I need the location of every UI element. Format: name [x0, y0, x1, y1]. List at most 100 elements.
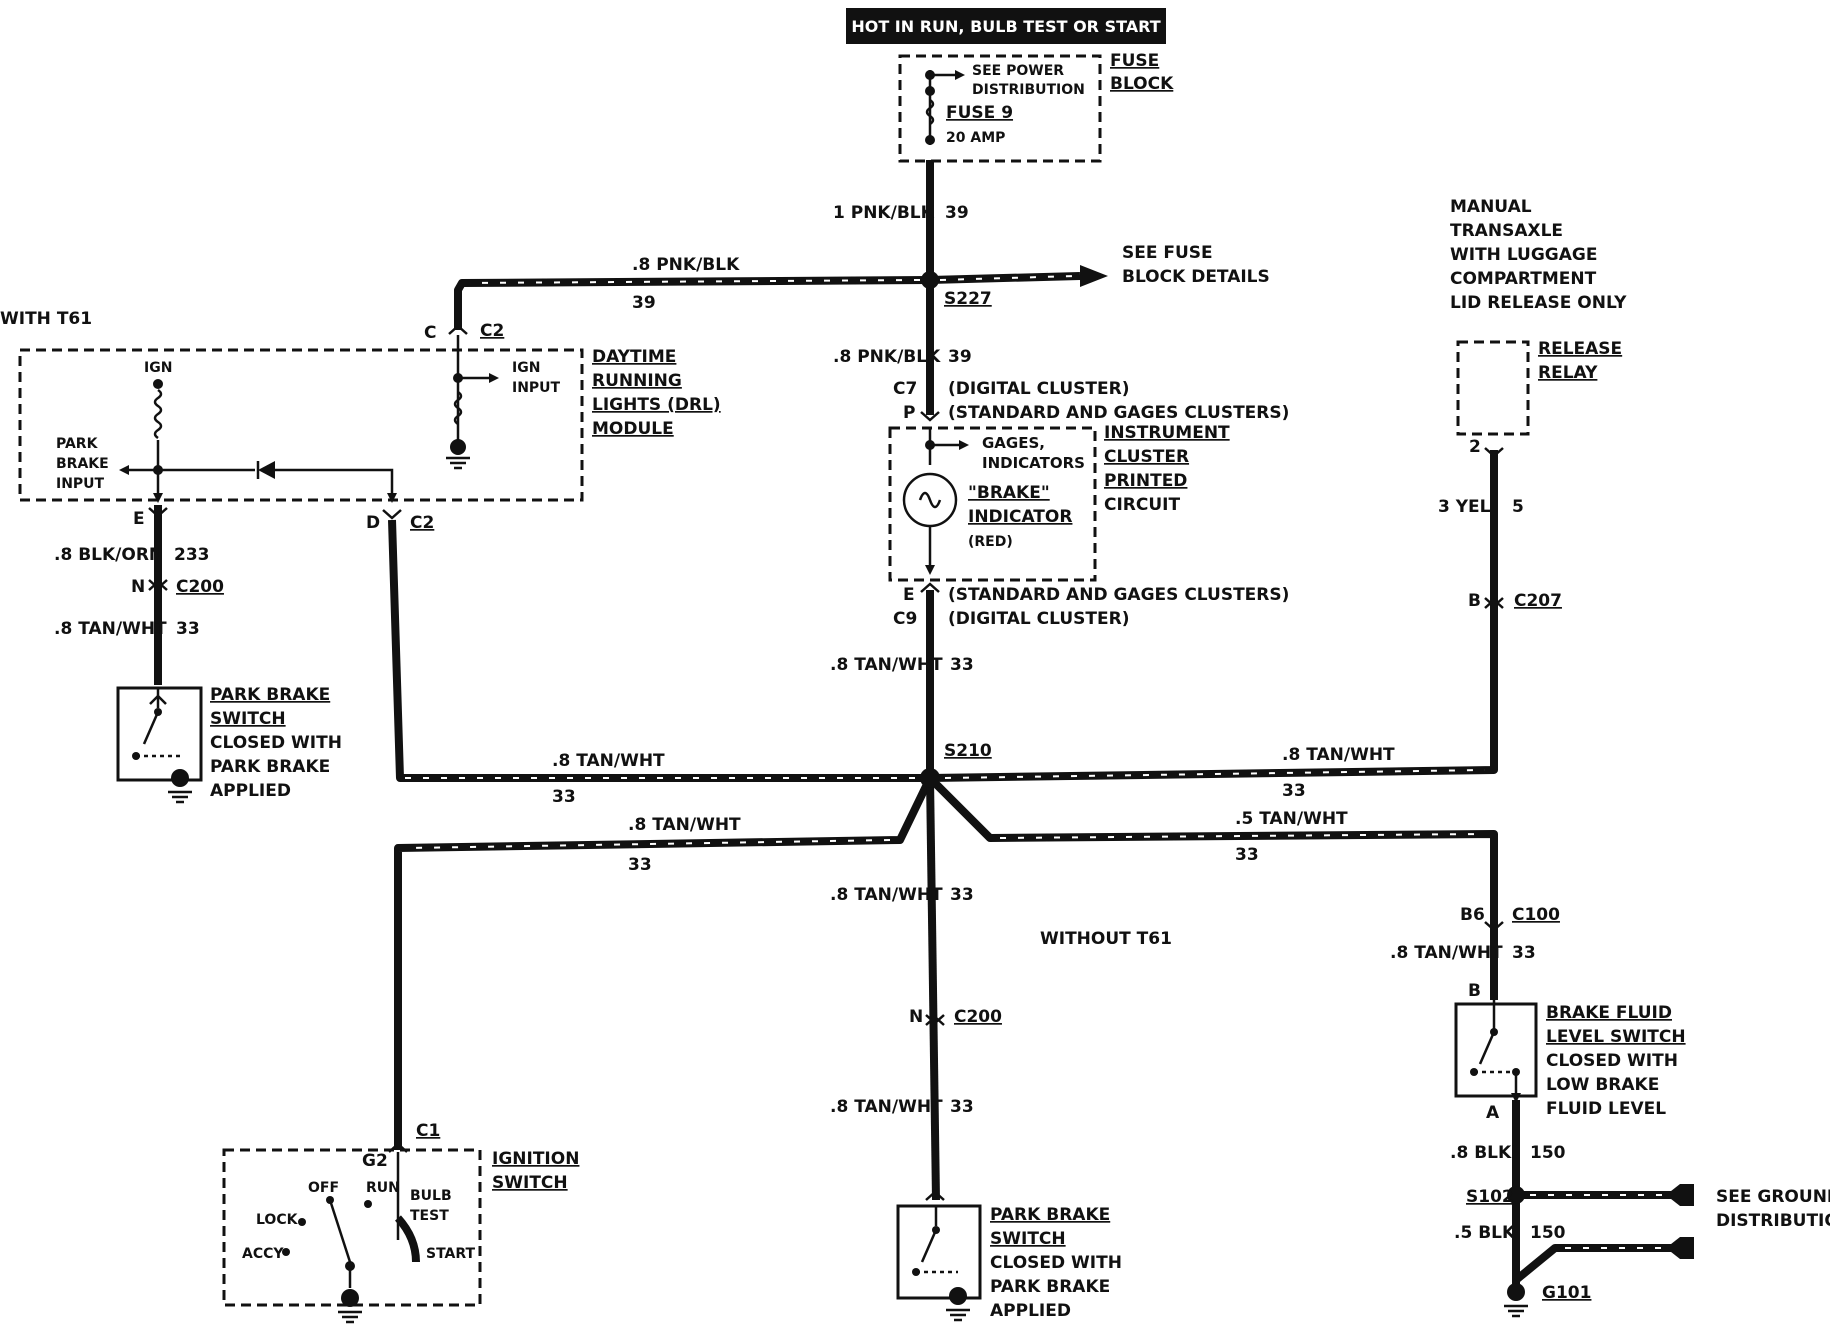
fuse-amp-label: 20 AMP: [946, 130, 1005, 146]
fluid-switch-label-3: CLOSED WITH: [1546, 1051, 1678, 1071]
wire-center-down-circuit: 33: [950, 885, 974, 905]
splice-s227-dot: [921, 271, 939, 289]
wire-below-cluster-circuit: 33: [950, 655, 974, 675]
fuse-block-label-1: FUSE: [1110, 51, 1159, 71]
connector-c9-digital: (DIGITAL CLUSTER): [948, 609, 1130, 629]
drl-label-1: DAYTIME: [592, 347, 676, 367]
wire-network: [154, 160, 1694, 1285]
connector-c7-pin: P: [903, 403, 915, 423]
wire-center-lower-gauge: .8 TAN/WHT: [830, 1097, 943, 1117]
splice-g101-label: G101: [1542, 1283, 1591, 1303]
wire-s210-left-circuit: 33: [552, 787, 576, 807]
brake-indicator-color: (RED): [968, 534, 1013, 550]
splice-s102-dot: [1507, 1186, 1525, 1204]
with-t61-note: WITH T61: [0, 309, 92, 329]
fluid-switch-label-5: FLUID LEVEL: [1546, 1099, 1666, 1119]
fluid-switch-pin-a: A: [1486, 1103, 1500, 1123]
park-brake-center-2: SWITCH: [990, 1229, 1066, 1249]
fuse-distribution: DISTRIBUTION: [972, 82, 1085, 98]
park-brake-left-ground-icon: [171, 769, 189, 787]
drl-park-2: BRAKE: [56, 456, 109, 472]
connector-c2-top: C2: [480, 321, 504, 341]
wire-drl-out-circuit: 233: [174, 545, 210, 565]
cluster-gages: GAGES,: [982, 434, 1045, 452]
wire-main-circuit: 39: [945, 203, 969, 223]
wire-below-s227-circuit: 39: [948, 347, 972, 367]
header-title: HOT IN RUN, BULB TEST OR START: [851, 17, 1160, 36]
brake-indicator-label-2: INDICATOR: [968, 507, 1072, 527]
wire-c100-circuit: 33: [1512, 943, 1536, 963]
connector-c7-digital: (DIGITAL CLUSTER): [948, 379, 1130, 399]
release-relay-label-1: RELEASE: [1538, 339, 1622, 359]
g101-ground-icon: [1507, 1283, 1525, 1301]
wire-blk-circuit: 150: [1530, 1143, 1566, 1163]
park-brake-center-3: CLOSED WITH: [990, 1253, 1122, 1273]
park-brake-left-2: SWITCH: [210, 709, 286, 729]
drl-label-2: RUNNING: [592, 371, 682, 391]
cluster-label-3: PRINTED: [1104, 471, 1187, 491]
wire-left-top-circuit: 39: [632, 293, 656, 313]
ignition-switch: OFF RUN LOCK ACCY BULB TEST START: [222, 1148, 482, 1324]
fluid-switch-label-1: BRAKE FLUID: [1546, 1003, 1672, 1023]
drl-label-4: MODULE: [592, 419, 674, 439]
connector-c200-left-pin: N: [131, 577, 145, 597]
splice-s227-label: S227: [944, 289, 992, 309]
ignition-test: TEST: [410, 1208, 449, 1224]
park-brake-switch-left: [116, 686, 203, 804]
ignition-label-1: IGNITION: [492, 1149, 579, 1169]
park-brake-center-ground-icon: [949, 1287, 967, 1305]
connector-c2-bottom-pin: D: [366, 513, 380, 533]
ignition-bulb: BULB: [410, 1188, 452, 1204]
wire-blk2-gauge: .5 BLK: [1454, 1223, 1516, 1243]
wire-s210-left-gauge: .8 TAN/WHT: [552, 751, 665, 771]
wire-drl-out-gauge: .8 BLK/ORN: [54, 545, 163, 565]
wire-center-lower-circuit: 33: [950, 1097, 974, 1117]
park-brake-left-4: PARK BRAKE: [210, 757, 330, 777]
connector-g2: G2: [362, 1151, 388, 1171]
connector-c207: C207: [1514, 591, 1562, 611]
fuse-block: SEE POWER DISTRIBUTION FUSE 9 20 AMP FUS…: [898, 51, 1174, 163]
wire-below-s227-gauge: .8 PNK/BLK: [833, 347, 941, 367]
ignition-run: RUN: [366, 1180, 400, 1196]
ignition-off: OFF: [308, 1180, 339, 1196]
see-fuse-line-2: BLOCK DETAILS: [1122, 267, 1270, 287]
cluster-label-4: CIRCUIT: [1104, 495, 1180, 515]
without-t61-note: WITHOUT T61: [1040, 929, 1172, 949]
fluid-switch-label-2: LEVEL SWITCH: [1546, 1027, 1686, 1047]
fuse-9-label: FUSE 9: [946, 103, 1013, 123]
park-brake-center-5: APPLIED: [990, 1301, 1071, 1321]
drl-ign-input-1: IGN: [512, 360, 540, 376]
park-brake-switch-center: [896, 1204, 982, 1322]
park-brake-center-4: PARK BRAKE: [990, 1277, 1110, 1297]
park-brake-left-3: CLOSED WITH: [210, 733, 342, 753]
connector-c100-pin: B6: [1460, 905, 1485, 925]
fuse-see-power: SEE POWER: [972, 63, 1064, 79]
connector-c100: C100: [1512, 905, 1560, 925]
cluster-label-2: CLUSTER: [1104, 447, 1189, 467]
wire-s210-right-gauge: .8 TAN/WHT: [1282, 745, 1395, 765]
wire-ign-branch-gauge: .8 TAN/WHT: [628, 815, 741, 835]
park-brake-left-1: PARK BRAKE: [210, 685, 330, 705]
wire-fluid-branch-gauge: .5 TAN/WHT: [1235, 809, 1348, 829]
release-relay-label-2: RELAY: [1538, 363, 1598, 383]
connector-c9-standard: (STANDARD AND GAGES CLUSTERS): [948, 585, 1289, 605]
drl-ign-input-2: INPUT: [512, 380, 561, 396]
park-brake-center-1: PARK BRAKE: [990, 1205, 1110, 1225]
fluid-switch-pin-b: B: [1468, 981, 1481, 1001]
wire-relay-gauge: 3 YEL: [1438, 497, 1491, 517]
drl-ground-icon: [450, 439, 466, 455]
splice-s210-dot: [920, 768, 940, 788]
see-fuse-line-1: SEE FUSE: [1122, 243, 1213, 263]
connector-c7: C7: [893, 379, 917, 399]
wire-main-gauge: 1 PNK/BLK: [833, 203, 935, 223]
ignition-label-2: SWITCH: [492, 1173, 568, 1193]
wire-center-down-gauge: .8 TAN/WHT: [830, 885, 943, 905]
manual-note-3: WITH LUGGAGE: [1450, 245, 1597, 265]
drl-park-3: INPUT: [56, 476, 105, 492]
drl-ign-label: IGN: [144, 360, 172, 376]
instrument-cluster: GAGES, INDICATORS "BRAKE" INDICATOR (RED…: [888, 426, 1097, 582]
wire-relay-circuit: 5: [1512, 497, 1524, 517]
connector-c1: C1: [416, 1121, 440, 1141]
manual-note-4: COMPARTMENT: [1450, 269, 1597, 289]
connector-c200-left: C200: [176, 577, 224, 597]
